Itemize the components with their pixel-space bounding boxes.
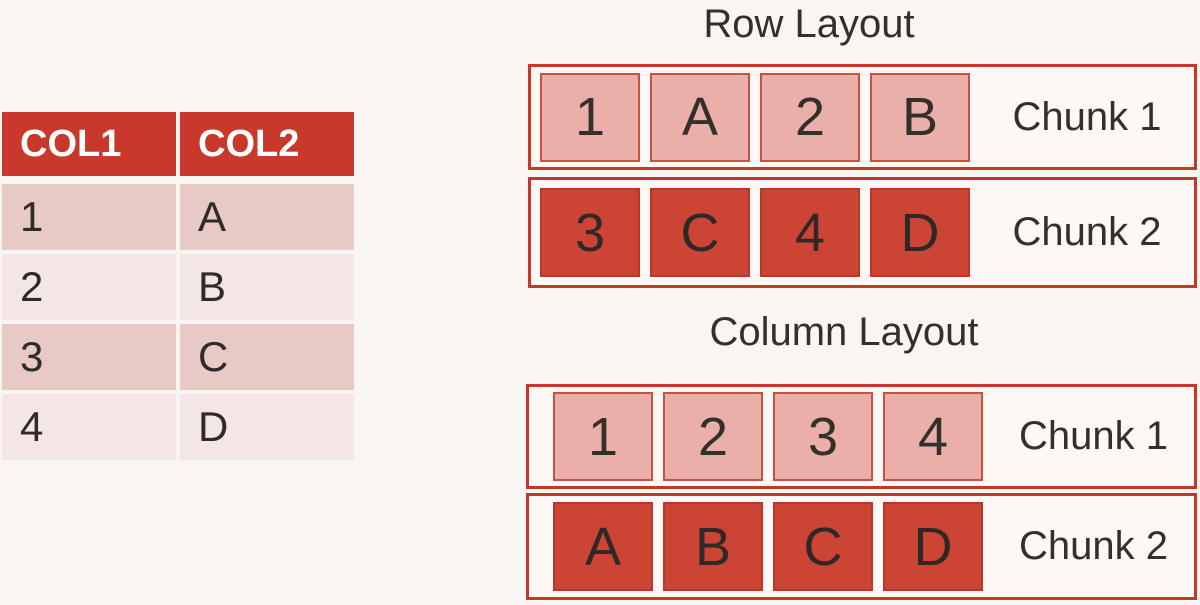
- memory-cell: B: [663, 502, 763, 591]
- memory-cell: 3: [540, 188, 640, 277]
- memory-cell: 2: [760, 72, 860, 162]
- table-cell: 1: [2, 184, 176, 250]
- table-cell: 4: [2, 394, 176, 460]
- row-layout-chunk-1: 1 A 2 B Chunk 1: [528, 64, 1197, 170]
- memory-cell: 4: [760, 188, 860, 277]
- memory-cell: A: [553, 502, 653, 591]
- row-layout-title: Row Layout: [703, 2, 915, 46]
- table-cell: 3: [2, 324, 176, 390]
- table-header-row: COL1 COL2: [2, 112, 354, 176]
- memory-cell: D: [883, 502, 983, 591]
- column-layout-chunk-1: 1 2 3 4 Chunk 1: [526, 384, 1197, 489]
- source-table: COL1 COL2 1 A 2 B 3 C 4 D: [2, 112, 354, 460]
- memory-cell: 1: [553, 392, 653, 481]
- table-header-cell-col2: COL2: [180, 112, 354, 176]
- chunk-label: Chunk 2: [1012, 210, 1162, 254]
- memory-cell: 4: [883, 392, 983, 481]
- memory-cell: A: [650, 72, 750, 162]
- table-cell: A: [180, 184, 354, 250]
- table-row: 3 C: [2, 324, 354, 390]
- memory-cell: C: [650, 188, 750, 277]
- column-layout-title: Column Layout: [709, 310, 979, 354]
- table-cell: 2: [2, 254, 176, 320]
- memory-cell: C: [773, 502, 873, 591]
- chunk-label: Chunk 1: [1019, 414, 1168, 458]
- table-cell: B: [180, 254, 354, 320]
- memory-cell: 3: [773, 392, 873, 481]
- chunk-label: Chunk 1: [1012, 94, 1162, 139]
- column-layout-chunk-2: A B C D Chunk 2: [526, 493, 1197, 600]
- table-row: 4 D: [2, 394, 354, 460]
- memory-cell: B: [870, 72, 970, 162]
- memory-cell: D: [870, 188, 970, 277]
- table-row: 2 B: [2, 254, 354, 320]
- table-cell: C: [180, 324, 354, 390]
- row-layout-chunk-2: 3 C 4 D Chunk 2: [528, 177, 1197, 288]
- table-header-cell-col1: COL1: [2, 112, 176, 176]
- table-row: 1 A: [2, 184, 354, 250]
- memory-cell: 2: [663, 392, 763, 481]
- table-cell: D: [180, 394, 354, 460]
- chunk-label: Chunk 2: [1019, 524, 1168, 568]
- memory-cell: 1: [540, 72, 640, 162]
